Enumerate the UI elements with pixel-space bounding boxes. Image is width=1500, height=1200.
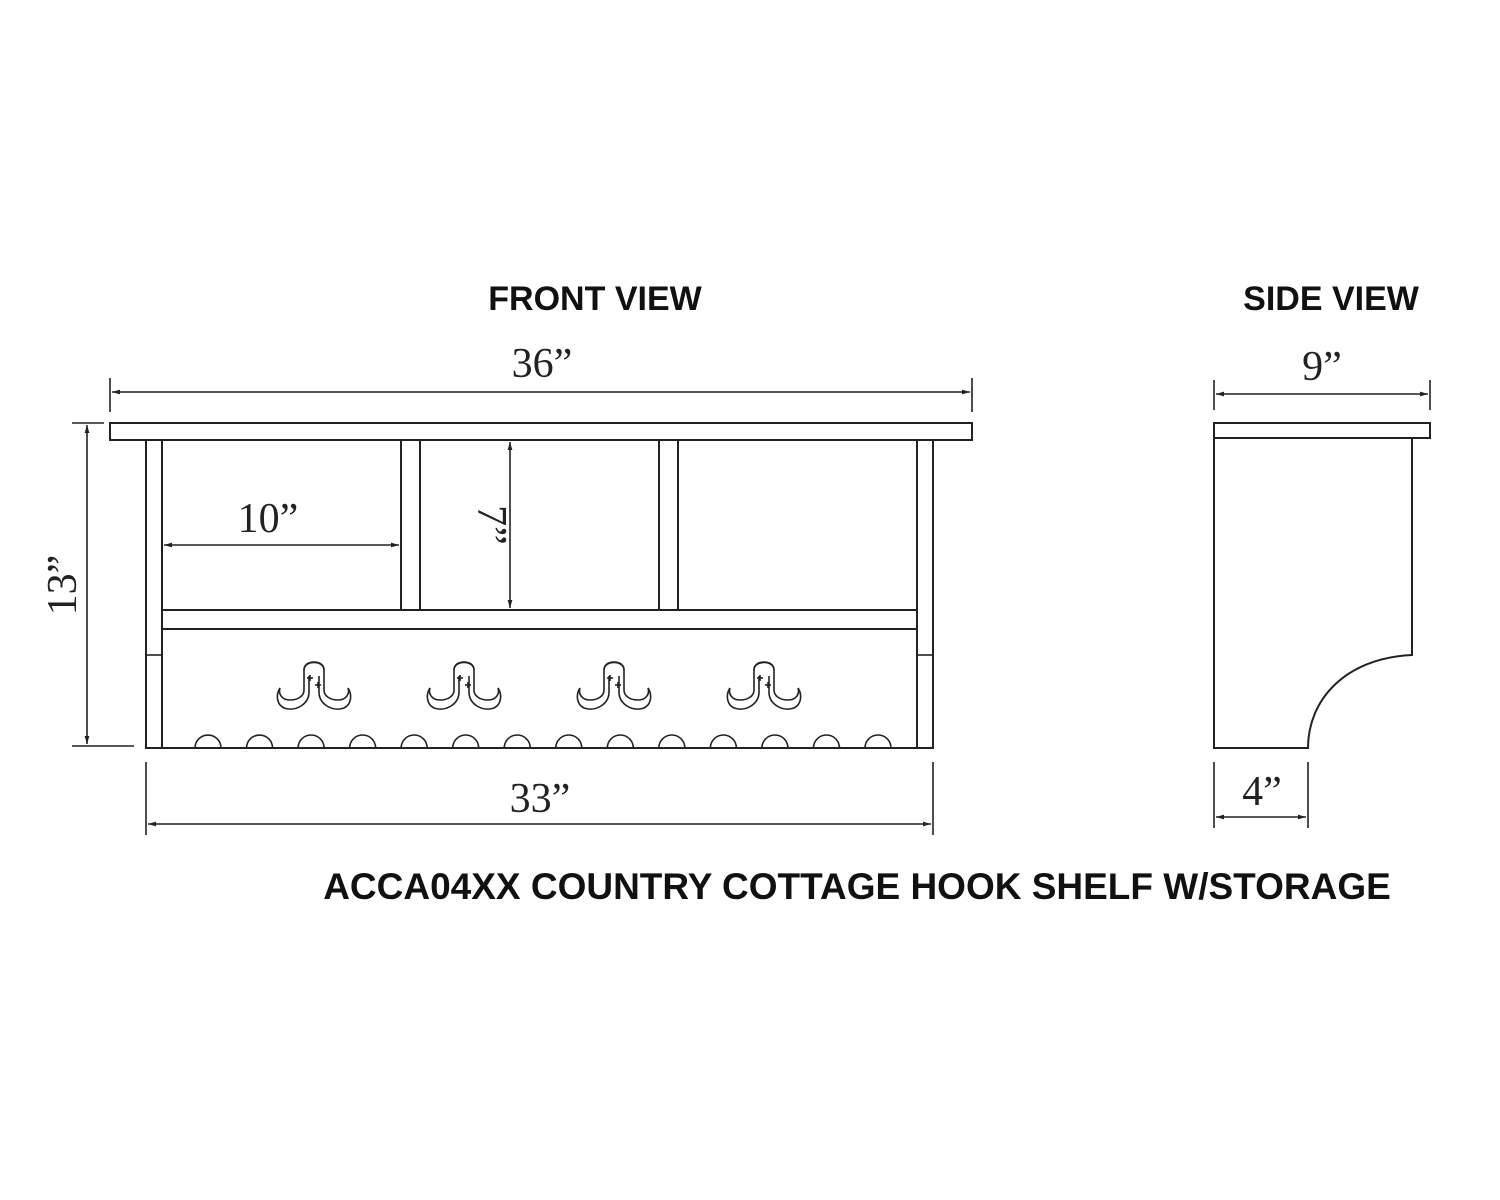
dim-height-label: 13” [40, 555, 86, 616]
double-hook-icon [726, 661, 802, 710]
top-board [109, 422, 973, 441]
dim-bottom-width: 33” [145, 762, 934, 835]
dim-bottom-width-label: 33” [510, 776, 571, 822]
scallop-cutout [812, 734, 841, 749]
side-view-title: SIDE VIEW [1243, 280, 1420, 318]
scallop-cutout [194, 734, 222, 749]
side-profile [1213, 438, 1413, 749]
scallop-row [194, 734, 892, 749]
dim-compartment-height: 7” [468, 442, 514, 608]
scallop-cutout [658, 734, 686, 749]
scallop-cutout [245, 734, 274, 749]
dim-depth-label: 9” [1302, 344, 1342, 390]
side-top-board [1213, 422, 1431, 439]
dim-compartment-width-label: 10” [238, 496, 299, 542]
dim-compartment-width: 10” [164, 496, 399, 548]
divider-right [658, 439, 679, 611]
scallop-cutout [297, 734, 325, 749]
dim-height: 13” [40, 422, 134, 747]
scallop-cutout [503, 734, 532, 749]
front-view-title: FRONT VIEW [488, 280, 702, 318]
divider-left [400, 439, 421, 611]
dim-overall-width: 36” [109, 341, 973, 412]
dim-depth: 9” [1213, 344, 1431, 410]
scallop-cutout [606, 734, 635, 749]
scallop-cutout [451, 734, 480, 749]
front-view: 36” 10” 7” 13” 33” [40, 341, 973, 835]
scallop-cutout [864, 734, 892, 749]
product-caption: ACCA04XX COUNTRY COTTAGE HOOK SHELF W/ST… [323, 866, 1391, 907]
double-hook-icon [276, 661, 352, 710]
double-hook-icon [576, 661, 652, 710]
double-hook-icon [426, 661, 502, 710]
dim-overall-width-label: 36” [512, 341, 573, 387]
dim-bottom-depth-label: 4” [1242, 769, 1282, 815]
side-view: 9” 4” [1213, 344, 1431, 828]
scallop-cutout [400, 734, 428, 749]
dim-bottom-depth: 4” [1213, 762, 1309, 828]
scallop-cutout [761, 734, 789, 749]
left-side-board [145, 439, 163, 749]
hook-row [276, 661, 802, 710]
middle-shelf [161, 609, 918, 630]
scallop-cutout [709, 734, 738, 749]
right-side-board [916, 439, 934, 749]
scallop-cutout [554, 734, 583, 749]
dim-compartment-height-label: 7” [468, 505, 514, 545]
scallop-cutout [348, 734, 377, 749]
